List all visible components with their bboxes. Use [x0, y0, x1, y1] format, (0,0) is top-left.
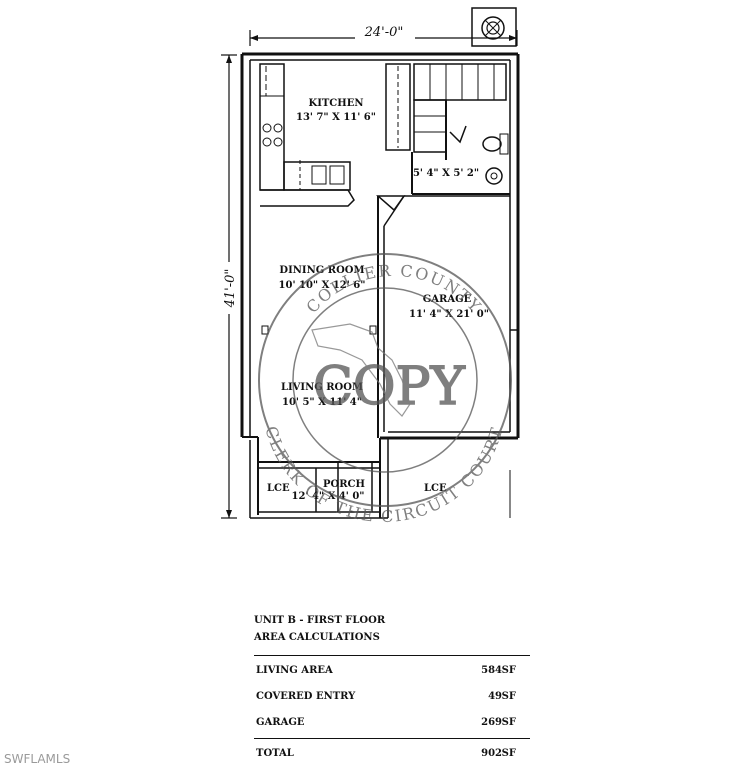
dining-size: 10' 10" X 12' 6" [279, 280, 366, 291]
lce-left: LCE [267, 483, 290, 494]
porch-size: 12' 4" X 4' 0" [291, 491, 364, 502]
ac-unit [471, 7, 517, 47]
row-label: COVERED ENTRY [256, 691, 356, 702]
stamp-center-text: COPY [313, 357, 465, 417]
width-dimension: 24'-0" [249, 24, 518, 46]
interior-walls [259, 63, 510, 438]
living-size: 10' 5" X 11' 4" [282, 397, 362, 408]
kitchen-size: 13' 7" X 11' 6" [296, 112, 376, 123]
table-divider [254, 655, 530, 656]
row-unit: SF [501, 717, 516, 728]
row-label: GARAGE [256, 717, 305, 728]
area-calculations-table: UNIT B - FIRST FLOOR AREA CALCULATIONS L… [254, 612, 530, 767]
row-value: 584 [481, 665, 502, 676]
kitchen-name: KITCHEN [309, 98, 364, 109]
table-title-unit: UNIT B - FIRST FLOOR [254, 615, 386, 626]
total-value: 902 [481, 748, 502, 759]
total-label: TOTAL [256, 748, 294, 759]
garage-name: GARAGE [423, 294, 472, 305]
floor-plan: 24'-0" 41'-0" [221, 7, 520, 526]
porch-name: PORCH [323, 479, 365, 490]
row-unit: SF [501, 691, 516, 702]
width-dim-label: 24'-0" [364, 25, 404, 40]
table-divider-total [254, 738, 530, 739]
lce-right: LCE [424, 483, 447, 494]
bath-size: 5' 4" X 5' 2" [413, 168, 479, 179]
living-name: LIVING ROOM [281, 382, 363, 393]
row-label: LIVING AREA [256, 665, 333, 676]
table-row-total: TOTAL 902 SF [254, 741, 530, 767]
row-unit: SF [501, 665, 516, 676]
height-dimension: 41'-0" [221, 54, 238, 519]
table-title-area: AREA CALCULATIONS [254, 632, 380, 643]
total-unit: SF [501, 748, 516, 759]
watermark: SWFLAMLS [4, 752, 71, 766]
row-value: 269 [481, 717, 502, 728]
row-value: 49 [488, 691, 502, 702]
height-dim-label: 41'-0" [223, 269, 238, 309]
